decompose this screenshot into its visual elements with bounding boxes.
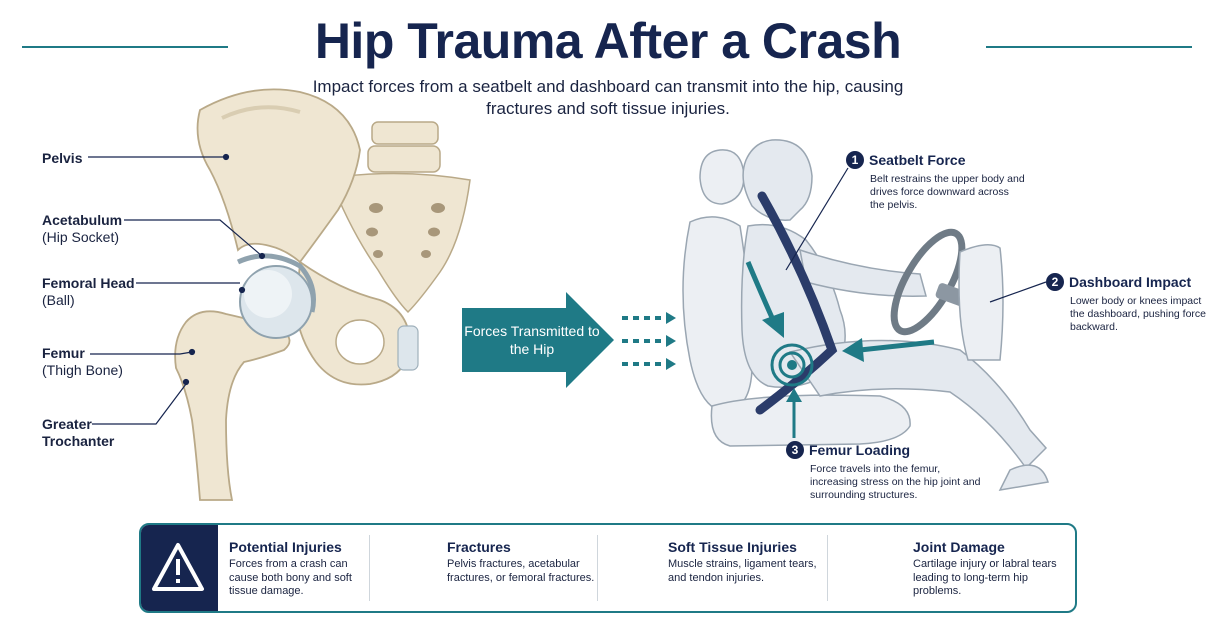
obturator-foramen xyxy=(335,319,385,365)
femur-force-arrow xyxy=(786,388,802,438)
warning-triangle-icon xyxy=(152,543,204,591)
label-femoral-head: Femoral Head (Ball) xyxy=(42,275,135,308)
pubic-symphysis xyxy=(397,325,419,371)
acetabulum-rim xyxy=(236,253,316,313)
dotted-force-arrows xyxy=(622,312,676,370)
spine-vertebrae xyxy=(367,121,441,173)
label-femur: Femur (Thigh Bone) xyxy=(42,345,123,378)
seatbelt xyxy=(755,191,838,415)
page-title: Hip Trauma After a Crash xyxy=(314,13,902,69)
label-greater-trochanter: Greater Trochanter xyxy=(42,416,115,449)
anatomy-leader-lines xyxy=(88,153,266,425)
dashboard-force-arrow xyxy=(842,338,935,362)
title-rule-right xyxy=(986,46,1192,48)
seatbelt-force-arrow xyxy=(745,261,784,338)
sacral-foramina xyxy=(366,203,445,258)
pelvis-bone xyxy=(196,88,361,264)
injury-summary-panel: Potential Injuries Forces from a crash c… xyxy=(139,523,1077,613)
label-pelvis: Pelvis xyxy=(42,150,83,166)
injury-joint-damage: Joint Damage Cartilage injury or labral … xyxy=(913,539,1057,597)
forces-transmitted-arrow xyxy=(462,292,614,388)
title-rule-left xyxy=(22,46,228,48)
page-subtitle: Impact forces from a seatbelt and dashbo… xyxy=(312,77,904,118)
impact-target xyxy=(770,343,814,387)
injury-soft-tissue: Soft Tissue Injuries Muscle strains, lig… xyxy=(668,539,817,584)
label-acetabulum: Acetabulum (Hip Socket) xyxy=(42,212,123,245)
dashboard xyxy=(958,244,1004,361)
forces-transmitted-label: Forces Transmitted to the Hip xyxy=(464,323,600,357)
femur-bone xyxy=(174,310,291,501)
injury-intro: Potential Injuries Forces from a crash c… xyxy=(229,539,352,597)
injury-fractures: Fractures Pelvis fractures, acetabular f… xyxy=(447,539,595,584)
